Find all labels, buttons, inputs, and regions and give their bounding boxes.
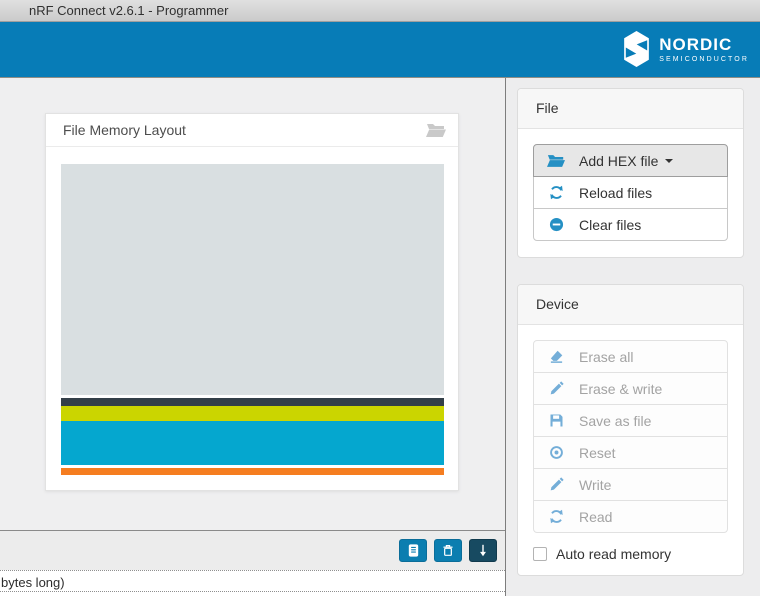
reload-files-label: Reload files (579, 185, 652, 201)
auto-read-memory-row[interactable]: Auto read memory (533, 546, 728, 562)
reset-label: Reset (579, 445, 616, 461)
log-entry: bytes long) (0, 570, 505, 592)
sidebar: File Add HEX file (506, 78, 760, 596)
erase-all-button[interactable]: Erase all (533, 340, 728, 373)
window-title: nRF Connect v2.6.1 - Programmer (29, 0, 228, 21)
nordic-n-icon (624, 31, 649, 67)
device-panel-body: Erase all Erase & write (518, 325, 743, 577)
erase-all-label: Erase all (579, 349, 633, 365)
file-panel-title: File (518, 89, 743, 129)
log-entry-text: bytes long) (1, 575, 65, 590)
clear-log-button[interactable] (434, 539, 462, 562)
reload-files-button[interactable]: Reload files (533, 176, 728, 209)
memory-card-title: File Memory Layout (63, 114, 186, 147)
read-button[interactable]: Read (533, 500, 728, 533)
arrow-down-icon (476, 543, 490, 558)
eraser-icon (547, 349, 565, 364)
window-titlebar: nRF Connect v2.6.1 - Programmer (0, 0, 760, 22)
log-file-icon (406, 543, 421, 558)
reset-button[interactable]: Reset (533, 436, 728, 469)
floppy-icon (547, 413, 565, 428)
save-as-file-label: Save as file (579, 413, 651, 429)
open-log-file-button[interactable] (399, 539, 427, 562)
memory-region-cyan (61, 421, 444, 465)
file-panel: File Add HEX file (517, 88, 744, 258)
device-button-group: Erase all Erase & write (533, 340, 728, 533)
file-memory-layout-card: File Memory Layout (45, 113, 459, 491)
reset-target-icon (547, 445, 565, 460)
refresh-icon (547, 185, 565, 200)
clear-files-button[interactable]: Clear files (533, 208, 728, 241)
pencil-icon (547, 381, 565, 396)
clear-files-label: Clear files (579, 217, 641, 233)
brand-text: NORDIC SEMICONDUCTOR (659, 36, 749, 63)
pencil-icon (547, 477, 565, 492)
erase-and-write-button[interactable]: Erase & write (533, 372, 728, 405)
folder-icon (426, 123, 446, 138)
trash-icon (441, 543, 455, 558)
memory-layout-visualization (61, 164, 444, 475)
memory-region-orange (61, 468, 444, 475)
memory-region-dark (61, 398, 444, 406)
file-button-group: Add HEX file Reload (533, 144, 728, 241)
memory-card-header: File Memory Layout (46, 114, 458, 147)
add-hex-file-button[interactable]: Add HEX file (533, 144, 728, 177)
write-label: Write (579, 477, 611, 493)
save-as-file-button[interactable]: Save as file (533, 404, 728, 437)
write-button[interactable]: Write (533, 468, 728, 501)
log-area (0, 592, 505, 596)
memory-region-gray (61, 164, 444, 395)
device-panel: Device Erase all (517, 284, 744, 576)
main-pane: File Memory Layout (0, 78, 505, 531)
memory-region-lime (61, 406, 444, 421)
app-header: NORDIC SEMICONDUCTOR (0, 22, 760, 78)
add-hex-file-label: Add HEX file (579, 153, 658, 169)
log-toolbar (0, 531, 505, 570)
caret-down-icon (665, 159, 673, 163)
nordic-logo: NORDIC SEMICONDUCTOR (624, 31, 749, 67)
read-label: Read (579, 509, 612, 525)
autoscroll-button[interactable] (469, 539, 497, 562)
refresh-icon (547, 509, 565, 524)
auto-read-memory-checkbox[interactable] (533, 547, 547, 561)
brand-name: NORDIC (659, 36, 749, 53)
file-panel-body: Add HEX file Reload (518, 129, 743, 256)
folder-open-icon (547, 154, 565, 168)
erase-and-write-label: Erase & write (579, 381, 662, 397)
brand-subtitle: SEMICONDUCTOR (659, 56, 749, 63)
auto-read-memory-label: Auto read memory (556, 546, 671, 562)
minus-circle-icon (547, 217, 565, 232)
device-panel-title: Device (518, 285, 743, 325)
